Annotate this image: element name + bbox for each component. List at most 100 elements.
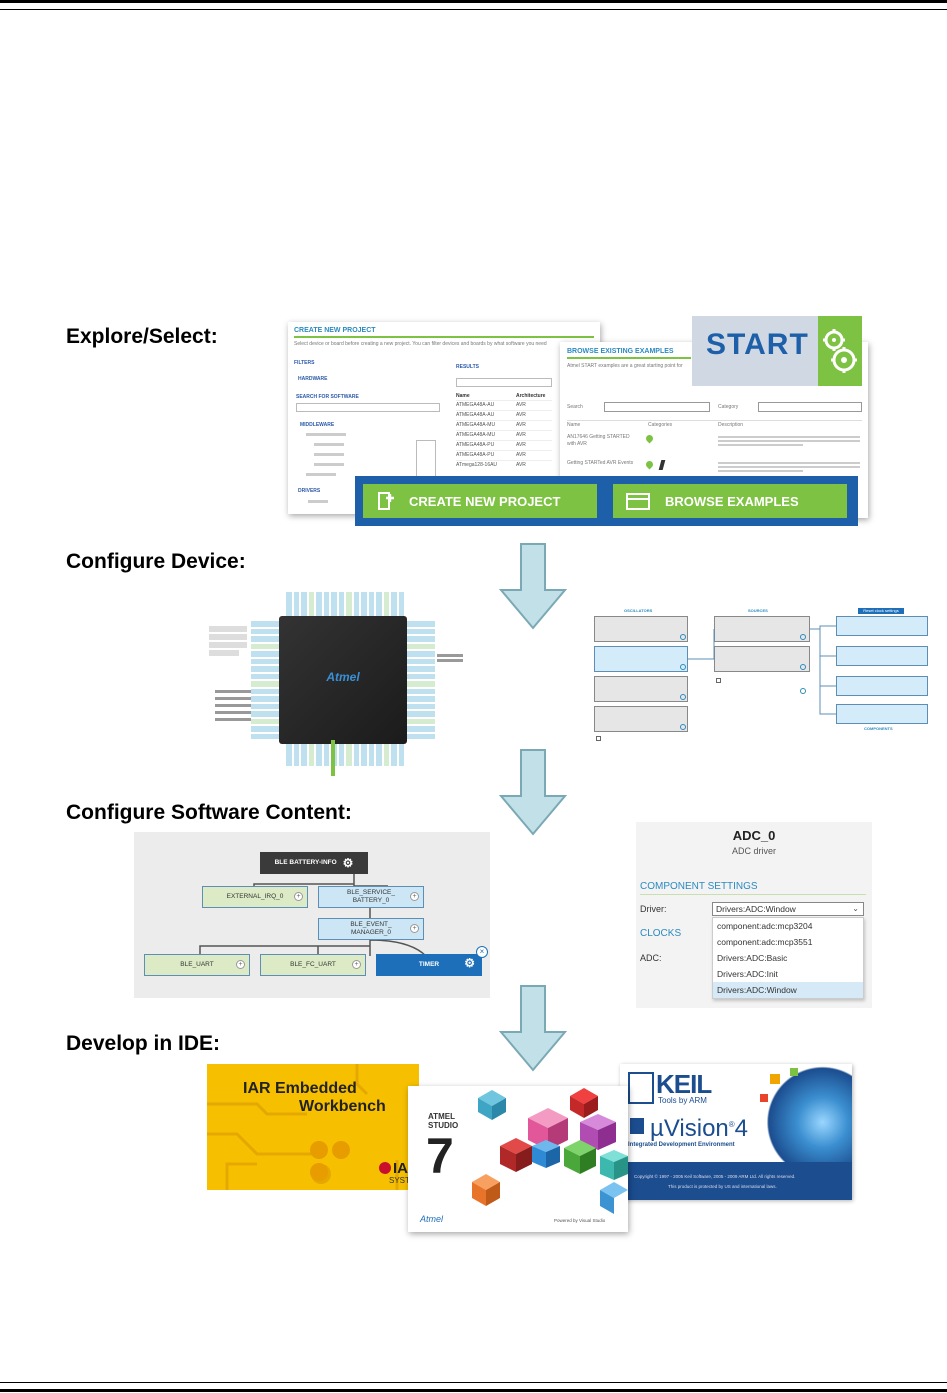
add-clock-icon[interactable] <box>800 634 806 640</box>
driver-select[interactable]: Drivers:ADC:Window ⌄ <box>712 902 864 916</box>
chip-pin[interactable] <box>405 628 435 634</box>
chip-pin[interactable] <box>251 711 281 717</box>
example-row-1[interactable]: AN17646 Getting STARTED with AVR <box>567 434 630 447</box>
ble-fc-uart-node[interactable]: BLE_FC_UART <box>260 954 366 976</box>
driver-option[interactable]: component:adc:mcp3551 <box>717 937 813 947</box>
oscillator-box[interactable] <box>594 616 688 642</box>
chip-pin[interactable] <box>251 718 281 724</box>
chip-pin[interactable] <box>368 592 374 618</box>
chip-pin[interactable] <box>405 651 435 657</box>
oscillator-box[interactable] <box>594 646 688 672</box>
chip-pin[interactable] <box>323 592 329 618</box>
driver-option[interactable]: component:adc:mcp3204 <box>717 921 813 931</box>
add-clock-icon[interactable] <box>680 634 686 640</box>
chip-pin[interactable] <box>338 592 344 618</box>
chip-pin[interactable] <box>405 666 435 672</box>
chip-pin[interactable] <box>398 592 404 618</box>
chip-pin[interactable] <box>398 740 404 766</box>
chip-pin[interactable] <box>293 592 299 618</box>
chip-pin[interactable] <box>361 740 367 766</box>
chip-pin[interactable] <box>251 726 281 732</box>
add-clock-icon[interactable] <box>680 664 686 670</box>
external-irq-node[interactable]: EXTERNAL_IRQ_0 <box>202 886 308 908</box>
chip-pin[interactable] <box>405 711 435 717</box>
chip-pin[interactable] <box>323 740 329 766</box>
add-clock-icon[interactable] <box>680 724 686 730</box>
chip-pin[interactable] <box>251 621 281 627</box>
source-box[interactable] <box>714 646 810 672</box>
chip-pin[interactable] <box>405 636 435 642</box>
chip-pin[interactable] <box>316 592 322 618</box>
chevron-down-icon[interactable]: ⌄ <box>852 904 859 913</box>
category-select[interactable] <box>758 402 862 412</box>
chip-pin[interactable] <box>293 740 299 766</box>
chip-pin[interactable] <box>251 666 281 672</box>
oscillator-checkbox[interactable] <box>596 736 601 741</box>
chip-pin[interactable] <box>405 733 435 739</box>
chip-body[interactable]: Atmel <box>279 616 407 744</box>
chip-pin[interactable] <box>301 592 307 618</box>
chip-pin[interactable] <box>405 688 435 694</box>
create-new-project-button[interactable]: CREATE NEW PROJECT <box>363 484 597 518</box>
browse-examples-button[interactable]: BROWSE EXAMPLES <box>613 484 847 518</box>
close-icon[interactable]: × <box>476 946 488 958</box>
add-component-icon[interactable]: + <box>410 924 419 933</box>
gear-icon[interactable]: ⚙ <box>464 956 475 970</box>
reset-clock-settings[interactable]: Reset clock settings <box>858 608 904 614</box>
chip-pin[interactable] <box>251 658 281 664</box>
component-clock-box[interactable] <box>836 646 928 666</box>
chip-pin[interactable] <box>405 621 435 627</box>
software-search-input[interactable] <box>296 403 440 412</box>
add-component-icon[interactable]: + <box>294 892 303 901</box>
driver-option[interactable]: Drivers:ADC:Window <box>713 982 863 998</box>
chip-pin[interactable] <box>405 726 435 732</box>
oscillator-box[interactable] <box>594 706 688 732</box>
chip-pin[interactable] <box>391 740 397 766</box>
chip-pin[interactable] <box>251 651 281 657</box>
chip-pin[interactable] <box>251 688 281 694</box>
component-clock-box[interactable] <box>836 704 928 724</box>
chip-pin[interactable] <box>286 740 292 766</box>
source-checkbox[interactable] <box>716 678 721 683</box>
driver-option[interactable]: Drivers:ADC:Init <box>717 969 778 979</box>
chip-pin[interactable] <box>368 740 374 766</box>
device-filter-input[interactable] <box>456 378 552 387</box>
ble-uart-node[interactable]: BLE_UART <box>144 954 250 976</box>
add-clock-icon[interactable] <box>800 664 806 670</box>
add-component-icon[interactable]: + <box>236 960 245 969</box>
chip-pin[interactable] <box>251 673 281 679</box>
chip-pin[interactable] <box>301 740 307 766</box>
component-clock-box[interactable] <box>836 616 928 636</box>
chip-pin[interactable] <box>353 740 359 766</box>
chip-pin[interactable] <box>251 733 281 739</box>
component-clock-box[interactable] <box>836 676 928 696</box>
chip-pin[interactable] <box>251 636 281 642</box>
chip-pin[interactable] <box>331 592 337 618</box>
chip-pin[interactable] <box>338 740 344 766</box>
chip-pin[interactable] <box>251 628 281 634</box>
example-search-input[interactable] <box>604 402 710 412</box>
ble-battery-info-node[interactable]: BLE BATTERY-INFO ⚙ <box>260 852 368 874</box>
ble-service-battery-node[interactable]: BLE_SERVICE_ BATTERY_0 <box>318 886 424 908</box>
add-clock-icon[interactable] <box>680 694 686 700</box>
chip-pin[interactable] <box>251 643 281 649</box>
chip-pin[interactable] <box>308 592 314 618</box>
chip-pin[interactable] <box>383 592 389 618</box>
chip-pin[interactable] <box>383 740 389 766</box>
add-clock-icon[interactable] <box>800 688 806 694</box>
chip-pin[interactable] <box>353 592 359 618</box>
chip-pin[interactable] <box>391 592 397 618</box>
chip-pin[interactable] <box>346 592 352 618</box>
add-component-icon[interactable]: + <box>410 892 419 901</box>
add-component-icon[interactable]: + <box>352 960 361 969</box>
chip-pin[interactable] <box>376 740 382 766</box>
chip-pin[interactable] <box>251 703 281 709</box>
chip-pin[interactable] <box>405 673 435 679</box>
example-row-2[interactable]: Getting STARTed AVR Events <box>567 460 634 466</box>
chip-pin[interactable] <box>286 592 292 618</box>
chip-pin[interactable] <box>376 592 382 618</box>
